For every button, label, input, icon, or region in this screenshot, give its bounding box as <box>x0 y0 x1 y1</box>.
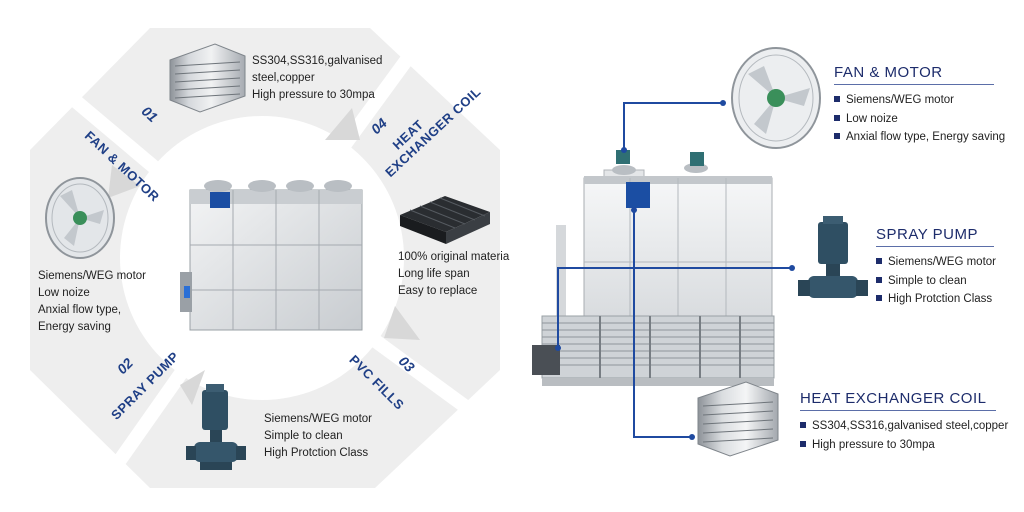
arrow-icon <box>325 108 360 140</box>
bullet-icon <box>876 276 882 283</box>
bullet-icon <box>834 96 840 102</box>
bullet-icon <box>800 440 806 447</box>
spray-pump-block-right: SPRAY PUMP Siemens/WEG motor Simple to c… <box>876 226 996 305</box>
pump-image <box>186 384 246 470</box>
left-diagram <box>30 28 500 488</box>
heat-exchanger-title: HEAT EXCHANGER COIL <box>800 390 987 407</box>
fan-spec-left: Siemens/WEG motor Low noize Anxial flow … <box>38 270 146 333</box>
arrow-icon <box>384 306 420 340</box>
coil-image <box>169 43 246 113</box>
pump-spec-left: Siemens/WEG motor Simple to clean High P… <box>264 413 372 459</box>
fan-image-right <box>731 47 821 149</box>
heat-exchanger-block-right: HEAT EXCHANGER COIL SS304,SS316,galvanis… <box>800 390 1009 451</box>
bullet-icon <box>834 114 840 121</box>
bullet-icon <box>834 133 840 139</box>
pump-image-right <box>798 216 868 298</box>
spray-pump-title: SPRAY PUMP <box>876 226 978 243</box>
bullet-icon <box>876 295 882 301</box>
bullet-icon <box>876 258 882 264</box>
fan-motor-title: FAN & MOTOR <box>834 64 943 81</box>
fan-image <box>45 177 115 259</box>
coil-image-right <box>697 381 779 457</box>
fan-motor-block-right: FAN & MOTOR Siemens/WEG motor Low noize … <box>834 64 1006 143</box>
arrow-icon <box>108 165 140 198</box>
pvc-spec-left: 100% original materia Long life span Eas… <box>398 251 510 297</box>
right-diagram <box>532 47 868 457</box>
cooling-tower-image <box>180 180 363 331</box>
tower-image <box>532 150 775 386</box>
coil-spec-left: SS304,SS316,galvanised steel,copper High… <box>252 55 383 101</box>
pvc-fill-image <box>400 196 490 244</box>
arrow-icon <box>180 370 205 405</box>
bullet-icon <box>800 422 806 428</box>
